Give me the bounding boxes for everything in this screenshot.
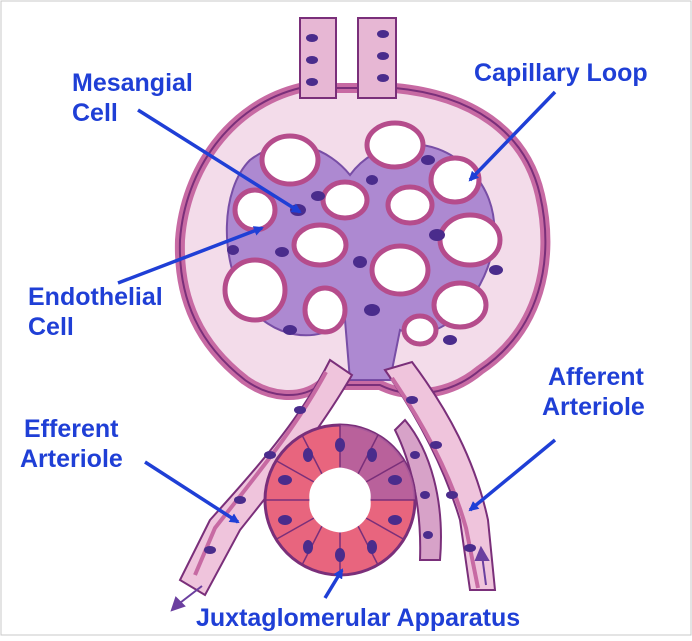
label-juxtaglomerular-apparatus: Juxtaglomerular Apparatus — [196, 603, 520, 633]
label-mesangial-cell: Mesangial Cell — [72, 68, 193, 128]
label-endothelial-cell-line1: Endothelial — [28, 282, 163, 312]
label-mesangial-cell-line1: Mesangial — [72, 68, 193, 98]
label-afferent-arteriole-line2: Arteriole — [542, 392, 645, 422]
label-endothelial-cell: Endothelial Cell — [28, 282, 163, 342]
label-endothelial-cell-line2: Cell — [28, 312, 163, 342]
label-afferent-arteriole-line1: Afferent — [542, 362, 645, 392]
label-efferent-arteriole-line2: Arteriole — [20, 444, 123, 474]
label-capillary-loop: Capillary Loop — [474, 58, 648, 88]
label-afferent-arteriole: Afferent Arteriole — [542, 362, 645, 422]
label-efferent-arteriole-line1: Efferent — [20, 414, 123, 444]
label-mesangial-cell-line2: Cell — [72, 98, 193, 128]
label-efferent-arteriole: Efferent Arteriole — [20, 414, 123, 474]
macula-densa-tubule — [265, 425, 415, 575]
